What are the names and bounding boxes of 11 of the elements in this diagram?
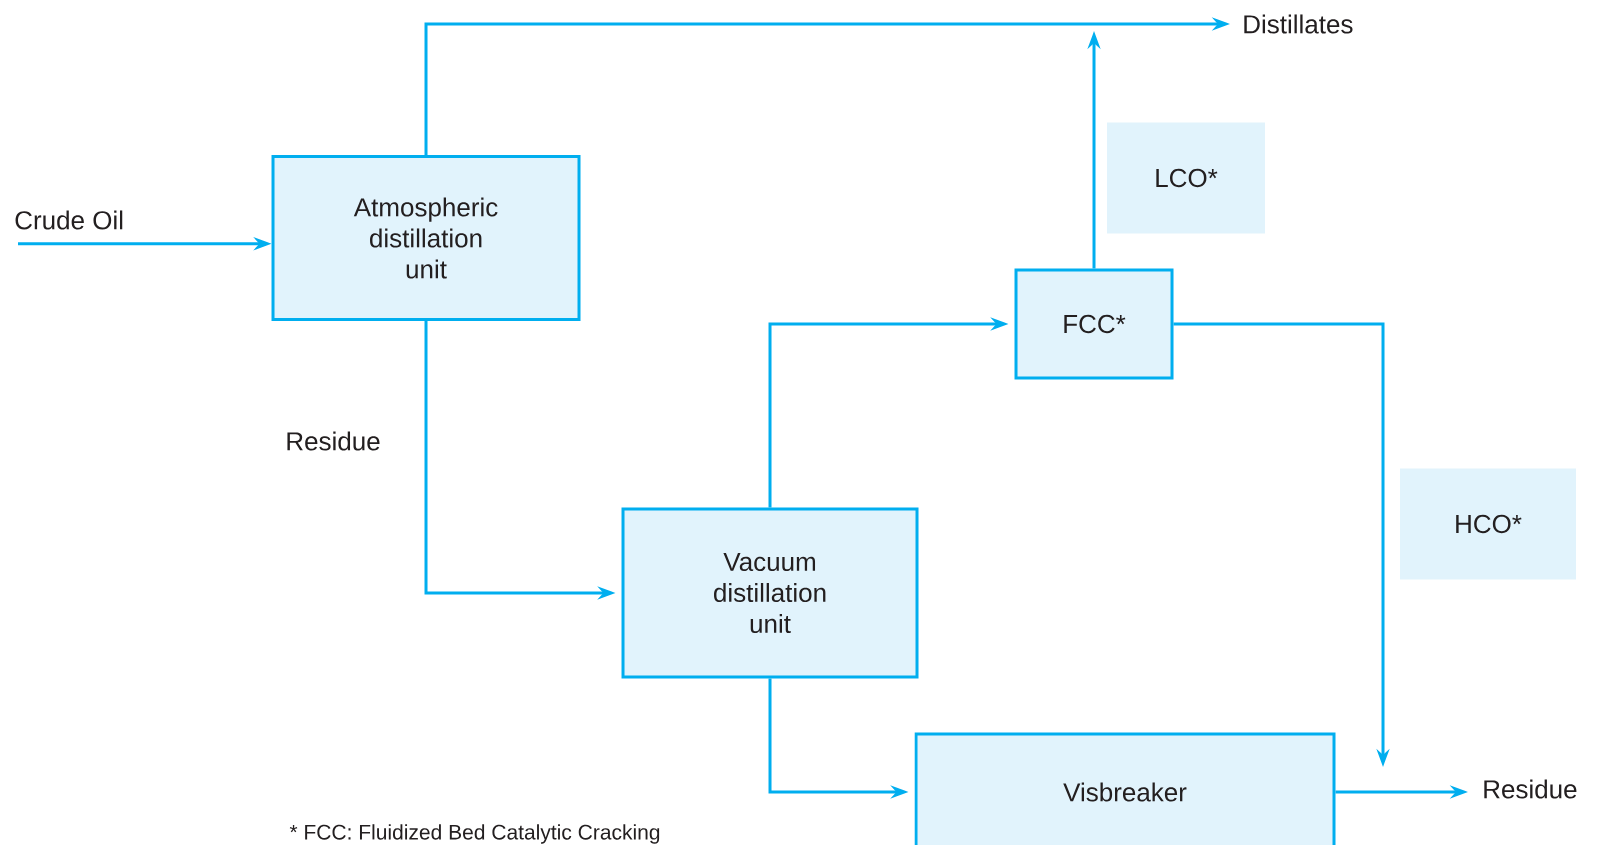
footnote: * FCC: Fluidized Bed Catalytic Cracking [289,824,660,844]
process-box: FCC* [1014,268,1174,380]
flow-label: Distillates [1244,14,1353,34]
edge-label: Residue [287,431,380,451]
process-box: Atmospheric distillation unit [271,155,581,321]
flow-label: Crude Oil [15,210,123,230]
stream-box: LCO* [1107,122,1265,234]
process-box: Vacuum distillation unit [621,507,919,679]
flow-label: Residue [1484,779,1577,799]
stream-box: HCO* [1400,468,1576,580]
process-box: Visbreaker [914,732,1336,845]
